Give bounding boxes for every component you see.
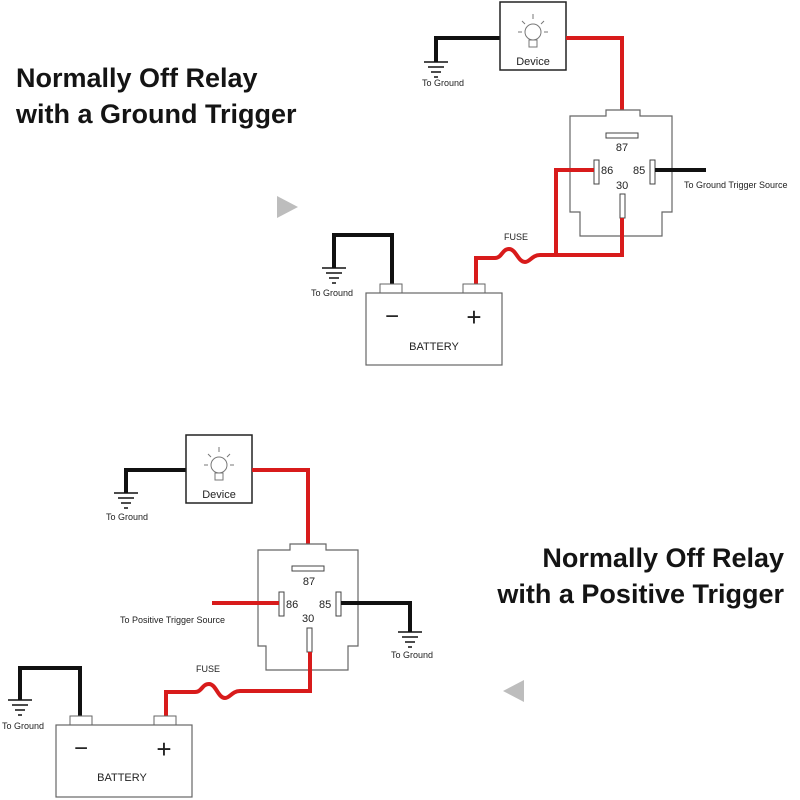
relay-ground-label: To Ground [391,650,433,660]
battery-body [55,724,193,798]
relay-body [569,109,673,237]
ground-trigger-schematic: To Ground Device 87 86 85 30 To Ground T… [277,1,788,366]
device-ground-label: To Ground [422,78,464,88]
battery-negative-sign: − [385,303,399,330]
battery-body [365,292,503,366]
pin-85-terminal [649,159,656,185]
pin-86-wire [554,168,594,255]
battery-negative-post [379,283,403,294]
device-label: Device [516,56,550,68]
positive-trigger-diagram: To Ground Device 87 86 85 30 To Positive… [0,400,800,800]
device-box [499,1,567,71]
fuse-label: FUSE [504,232,528,242]
battery-ground-label: To Ground [2,721,44,731]
relay-body [257,543,359,671]
battery-negative-sign: − [74,735,88,762]
pin-85-label: 85 [319,599,331,611]
pin-87-terminal [291,565,325,572]
ground-symbol-icon [322,267,346,284]
pin-86-label: 86 [286,599,298,611]
ground-symbol-icon [398,631,422,648]
trigger-label: To Ground Trigger Source [684,180,788,190]
pin-85-terminal [335,591,342,617]
device-box [185,434,253,504]
ground-trigger-diagram: To Ground Device 87 86 85 30 To Ground T… [16,1,788,366]
device-label: Device [202,489,236,501]
title-line-1: Normally Off Relay [16,63,258,93]
battery-negative-post [69,715,93,726]
pin-30-terminal [619,193,626,219]
relay-ground-wire [341,601,412,632]
pin-30-wire [540,218,624,257]
pin-87-terminal [605,132,639,139]
lightbulb-icon [518,14,548,48]
pin-87-label: 87 [303,576,315,588]
arrow-left-icon [503,680,524,702]
battery-label: BATTERY [409,341,459,353]
fuse-wire [474,246,541,287]
fuse-label: FUSE [196,664,220,674]
pin-87-label: 87 [616,142,628,154]
battery-ground-label: To Ground [311,288,353,298]
fuse-wire [164,652,312,720]
battery-ground-wire [18,666,82,720]
positive-trigger-title: Normally Off Relay with a Positive Trigg… [497,540,784,612]
device-ground-label: To Ground [106,512,148,522]
pin-85-label: 85 [633,165,645,177]
trigger-label: To Positive Trigger Source [120,615,225,625]
device-ground-wire [434,36,500,62]
ground-symbol-icon [114,492,138,509]
battery-positive-post [462,283,486,294]
battery-label: BATTERY [97,772,147,784]
device-ground-wire [124,468,186,493]
pin-30-label: 30 [616,180,628,192]
ground-symbol-icon [8,699,32,716]
positive-trigger-schematic: To Ground Device 87 86 85 30 To Positive… [2,434,524,798]
pin-30-label: 30 [302,613,314,625]
device-hot-wire [566,36,624,133]
battery-positive-post [153,715,177,726]
title-line-2: with a Ground Trigger [16,99,297,129]
lightbulb-icon [204,447,234,481]
ground-trigger-title: Normally Off Relay with a Ground Trigger [16,60,297,132]
ground-symbol-icon [424,61,448,78]
pin-86-terminal [278,591,285,617]
pin-86-terminal [593,159,600,185]
device-hot-wire [252,468,310,566]
battery-ground-wire [332,233,394,287]
battery-positive-sign: + [466,302,481,332]
title-line-2: with a Positive Trigger [497,579,784,609]
battery-positive-sign: + [156,734,171,764]
arrow-right-icon [277,196,298,218]
title-line-1: Normally Off Relay [542,543,784,573]
pin-30-terminal [306,627,313,653]
pin-86-label: 86 [601,165,613,177]
